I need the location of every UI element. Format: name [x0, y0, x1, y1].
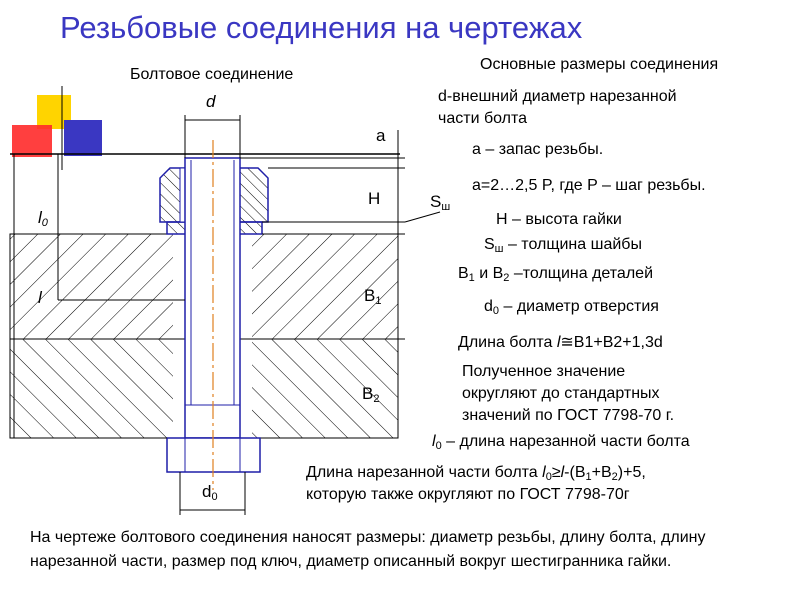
label-l: l	[38, 288, 42, 307]
part-b2	[9, 338, 399, 439]
bottom-note: На чертеже болтового соединения наносят …	[30, 529, 706, 570]
drawing-caption: Болтовое соединение	[130, 66, 294, 83]
note-l0-def: l0 – длина нарезанной части болта	[432, 433, 690, 452]
page-title: Резьбовые соединения на чертежах	[60, 10, 583, 45]
note-d-line1: d-внешний диаметр нарезанной	[438, 88, 677, 105]
note-S-def: Sш – толщина шайбы	[484, 236, 642, 255]
decorative-squares-logo	[12, 86, 102, 170]
note-thread-length: Длина нарезанной части болта l0≥l-(B1+B2…	[306, 464, 646, 483]
label-d: d	[206, 92, 216, 111]
note-round-line3: значений по ГОСТ 7798-70 г.	[462, 407, 675, 424]
note-d-line2: части болта	[438, 110, 528, 127]
label-a: a	[376, 126, 386, 145]
part-b1	[9, 233, 399, 340]
label-d0: d0	[202, 482, 218, 503]
dimension-left	[10, 154, 185, 439]
note-H-def: H – высота гайки	[496, 211, 622, 228]
notes-heading: Основные размеры соединения	[480, 56, 719, 73]
label-S: Sш	[430, 192, 451, 213]
label-l0: l0	[38, 208, 48, 229]
note-B-def: B1 и B2 –толщина деталей	[458, 265, 653, 284]
note-round-line1: Полученное значение	[462, 363, 626, 380]
dimension-d0	[179, 472, 246, 515]
label-B2: B2	[362, 384, 380, 405]
note-thread-length-line2: которую также округляют по ГОСТ 7798-70г	[306, 486, 630, 503]
note-bolt-length: Длина болта l≅B1+B2+1,3d	[458, 334, 663, 351]
note-a-def: a – запас резьбы.	[472, 141, 604, 158]
note-round-line2: округляют до стандартных	[462, 385, 660, 402]
note-a-formula: a=2…2,5 P, где P – шаг резьбы.	[472, 177, 706, 194]
dimension-d	[184, 115, 241, 158]
dimension-right-stack	[240, 130, 441, 438]
label-H: H	[368, 189, 381, 208]
label-B1: B1	[364, 286, 382, 307]
note-d0-def: d0 – диаметр отверстия	[484, 298, 659, 317]
